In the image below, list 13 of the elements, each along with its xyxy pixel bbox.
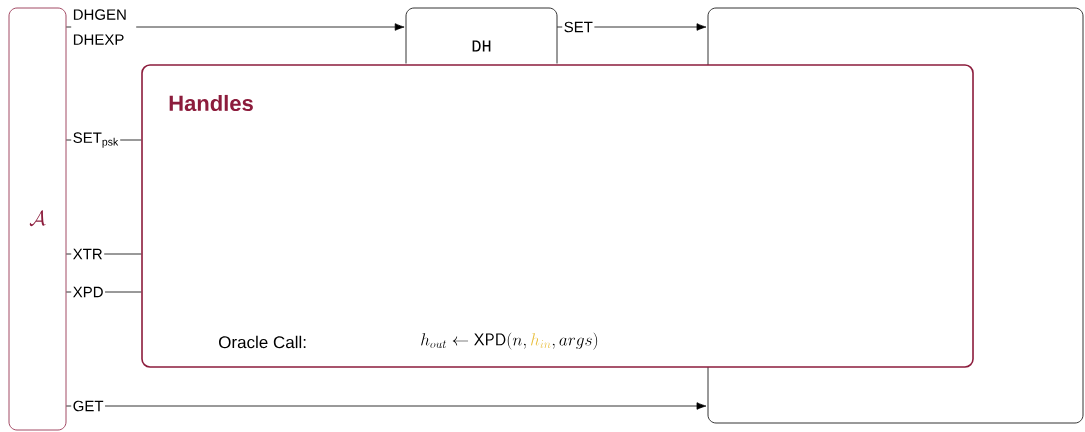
call-label: Oracle Call:	[219, 335, 306, 349]
edge-label: DHGEN DHEXP	[71, 7, 137, 47]
edge-label: SET	[562, 20, 595, 34]
panel-title: Handles	[169, 94, 253, 112]
adversary-box: $\mathcal{A}$	[8, 7, 67, 431]
handles-panel	[141, 64, 974, 368]
edge-label: XPD	[71, 285, 106, 299]
oracle-box: DH	[405, 7, 558, 64]
edge-label: GET	[71, 399, 106, 413]
arrow	[66, 402, 707, 410]
edge-label: SET$_{psk}$	[71, 130, 121, 150]
edge-label: XTR	[71, 247, 105, 261]
oracle-call-formula: $h_{out} \leftarrow \mathsf{XPD}(n, \textcolor[HTML]{E8BE3C}{h_{in}}, args)$	[421, 332, 598, 350]
